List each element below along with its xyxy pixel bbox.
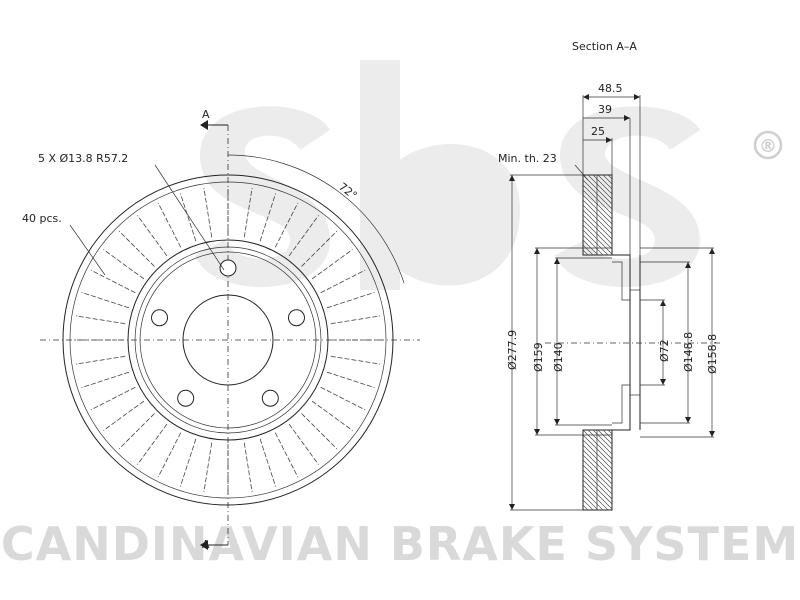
vane xyxy=(259,438,276,487)
hat-profile xyxy=(612,254,631,431)
vane xyxy=(288,215,319,257)
bolt-hole xyxy=(219,259,237,277)
sbs-logo-watermark: ® SCANDINAVIAN BRAKE SYSTEMS xyxy=(0,60,800,571)
vane xyxy=(274,202,299,248)
disc-outer-edge xyxy=(62,174,394,506)
vane xyxy=(81,292,130,309)
vane xyxy=(326,371,375,388)
vane xyxy=(81,371,130,388)
dim-center-bore: Ø72 xyxy=(658,339,671,362)
vane xyxy=(203,442,213,493)
vane xyxy=(103,400,145,431)
dim-hat-height: 39 xyxy=(598,103,612,116)
dim-pilot-diameter-2: Ø158.8 xyxy=(706,334,719,374)
vane xyxy=(75,315,126,325)
vane xyxy=(243,442,253,493)
registered-mark: ® xyxy=(759,136,777,157)
vane xyxy=(90,386,136,411)
dim-hat-outer-diameter: Ø159 xyxy=(532,342,545,372)
vane xyxy=(243,187,253,238)
vane xyxy=(180,438,197,487)
bolt-callout: 5 X Ø13.8 R57.2 xyxy=(38,152,128,165)
section-marker-top: A xyxy=(202,108,210,121)
angle-label: 72° xyxy=(336,180,359,202)
hat-outer-edge xyxy=(127,239,329,441)
vane xyxy=(103,249,145,280)
vane xyxy=(311,400,353,431)
vane xyxy=(326,292,375,309)
bolt-hole xyxy=(177,389,195,407)
vane xyxy=(320,269,366,294)
cooling-vanes xyxy=(74,186,382,494)
dim-outer-diameter: Ø277.9 xyxy=(506,330,519,370)
section-marker-bottom: A xyxy=(202,538,210,551)
vane xyxy=(137,215,168,257)
vane xyxy=(180,193,197,242)
front-view: A A 72° 5 X Ø13.8 R57.2 40 pcs. xyxy=(22,108,420,551)
vane xyxy=(288,423,319,465)
vane xyxy=(311,249,353,280)
section-title: Section A–A xyxy=(572,40,637,53)
center-bore xyxy=(182,294,274,386)
dim-flange-offset: 25 xyxy=(591,125,605,138)
dim-pilot-diameter-1: Ø148.8 xyxy=(682,332,695,372)
vane xyxy=(90,269,136,294)
vane xyxy=(259,193,276,242)
dim-hat-inner-diameter: Ø140 xyxy=(552,342,565,372)
vane xyxy=(157,432,182,478)
vane xyxy=(157,202,182,248)
vane xyxy=(330,315,381,325)
bolt-holes xyxy=(151,259,305,407)
vane xyxy=(118,413,155,450)
bolt-hole xyxy=(287,309,305,327)
dim-overall-height: 48.5 xyxy=(598,82,623,95)
vane xyxy=(137,423,168,465)
bolt-hole xyxy=(151,309,169,327)
vane xyxy=(75,355,126,365)
vane xyxy=(203,187,213,238)
vane xyxy=(301,413,338,450)
min-thickness: Min. th. 23 xyxy=(498,152,557,165)
vane xyxy=(320,386,366,411)
vane xyxy=(274,432,299,478)
vanes-callout: 40 pcs. xyxy=(22,212,62,225)
vane xyxy=(118,230,155,267)
angle-arc xyxy=(227,154,405,284)
company-name-watermark: SCANDINAVIAN BRAKE SYSTEMS xyxy=(0,517,800,571)
bolt-hole xyxy=(261,389,279,407)
vane xyxy=(330,355,381,365)
vane xyxy=(301,230,338,267)
section-view: Section A–A 48.5 39 25 Min. th. 23 xyxy=(498,40,720,511)
